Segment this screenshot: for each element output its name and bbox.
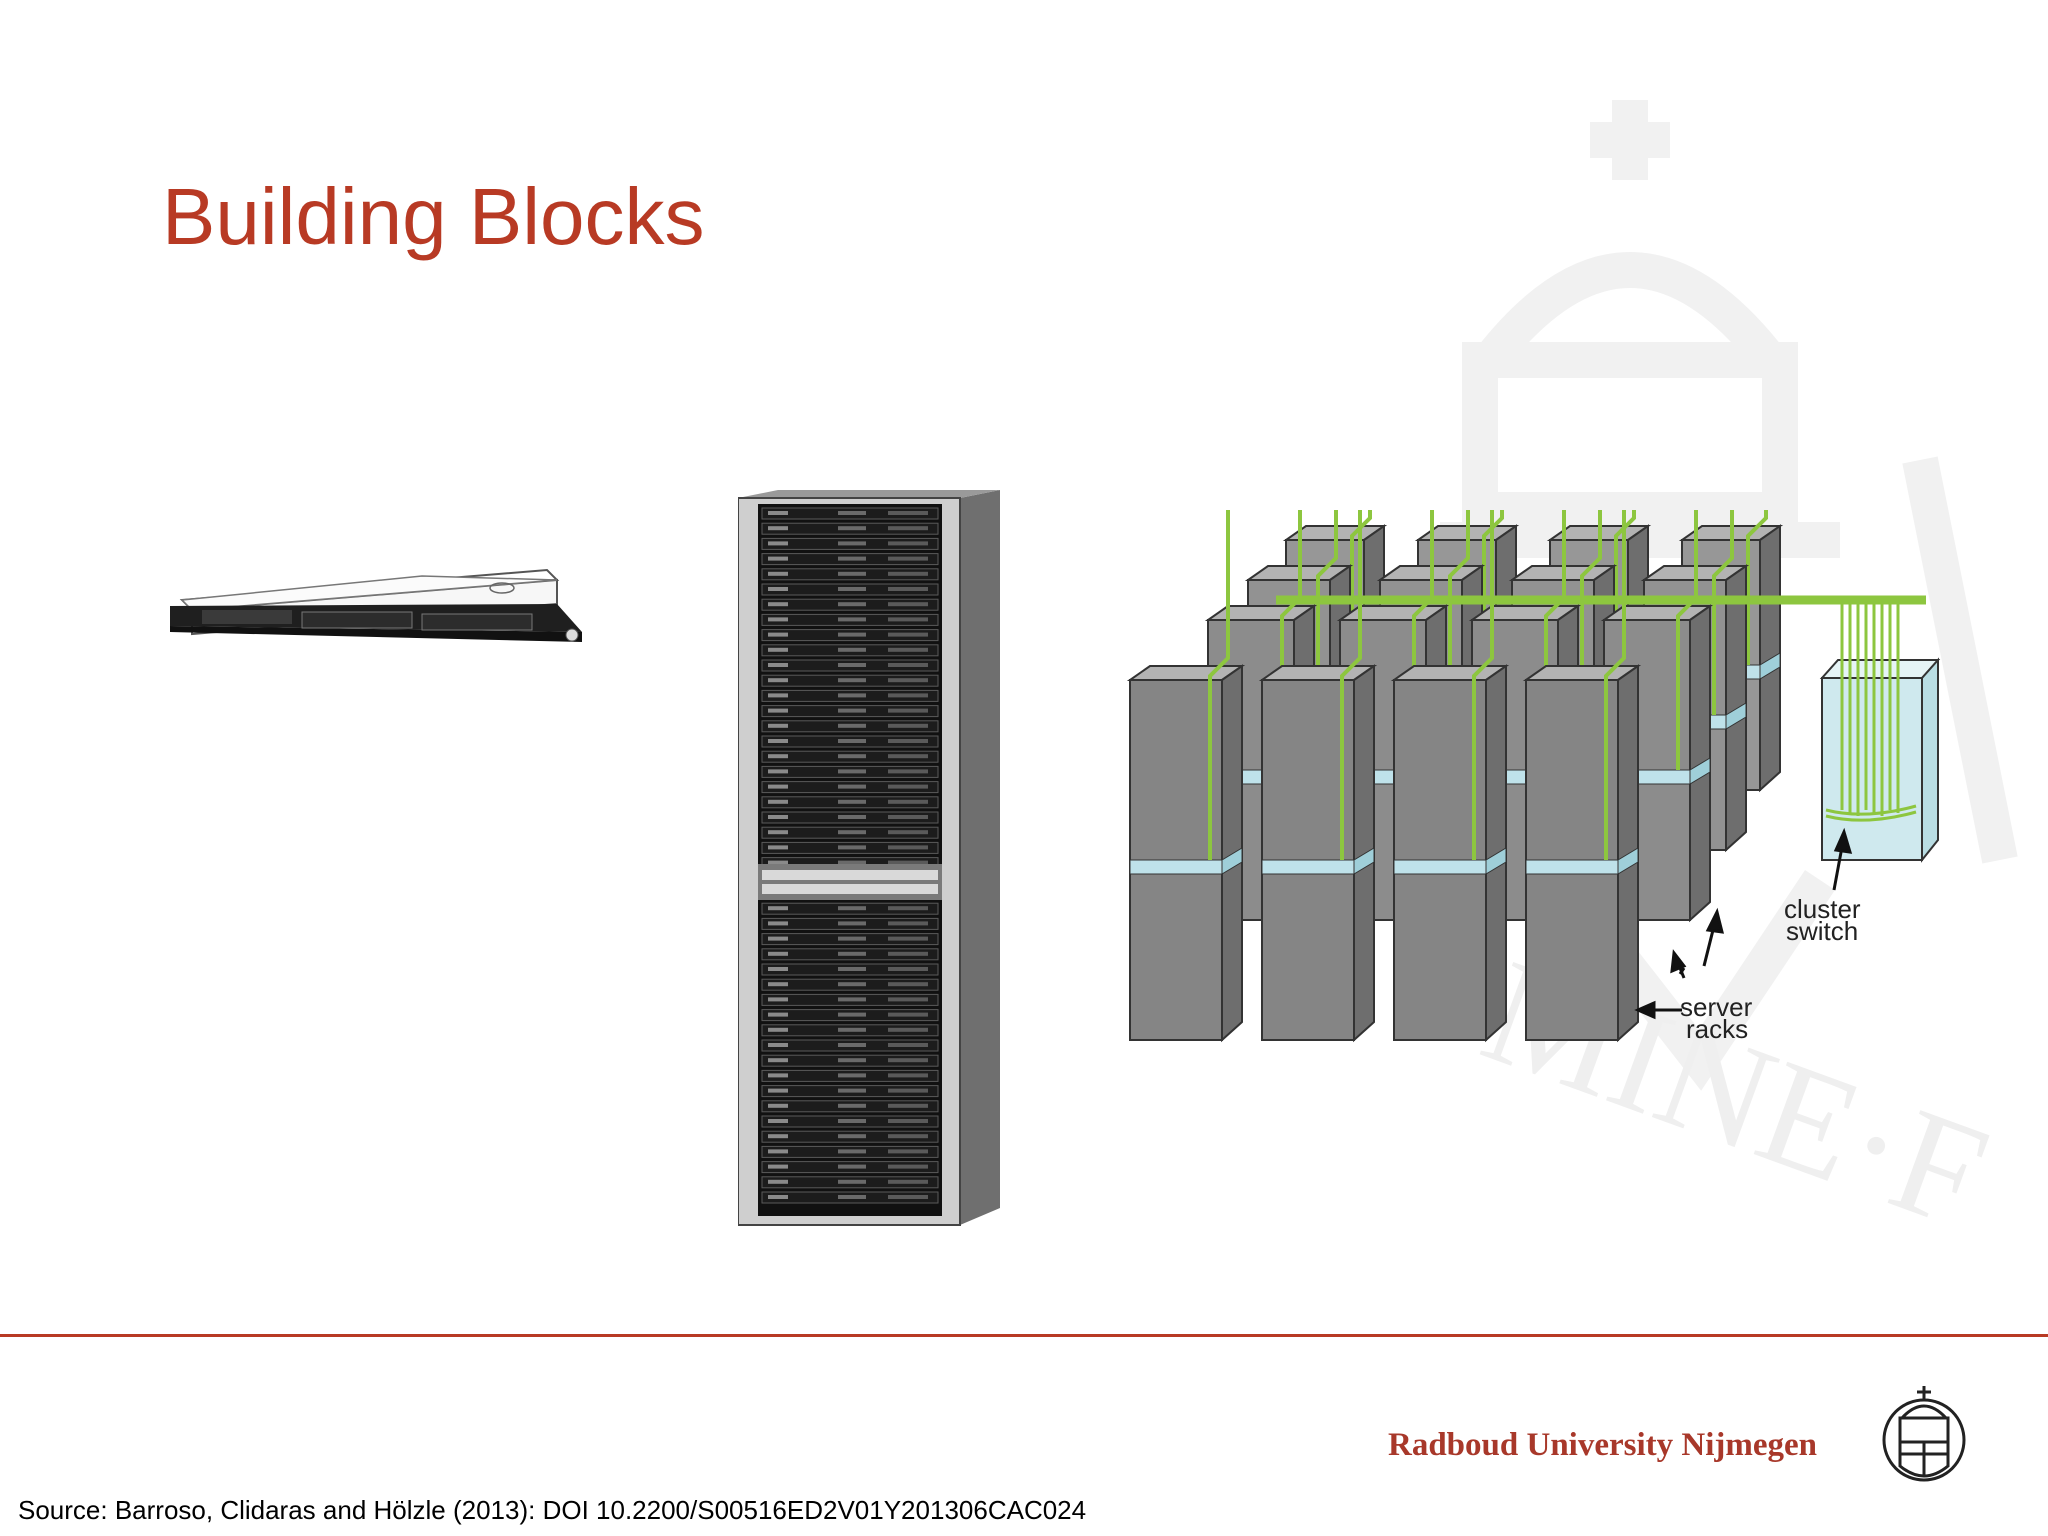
cluster-switch-label-line2: switch <box>1786 916 1858 946</box>
footer-divider <box>0 1334 2048 1337</box>
server-rack-grid <box>1126 510 1784 1043</box>
source-citation: Source: Barroso, Clidaras and Hölzle (20… <box>18 1495 1087 1525</box>
slide-title: Building Blocks <box>162 172 705 261</box>
rack-server-unit-icon <box>170 568 582 642</box>
university-name: Radboud University Nijmegen <box>1388 1427 1818 1463</box>
server-rack-icon <box>738 490 1000 1226</box>
cluster-switch-icon <box>1819 598 1941 863</box>
rack-slots <box>761 507 939 1204</box>
university-seal-icon <box>1882 1386 1966 1482</box>
server-racks-label-line1: server <box>1680 992 1753 1022</box>
cluster-switch-label-line1: cluster <box>1784 894 1861 924</box>
server-racks-label-line2: racks <box>1686 1014 1748 1044</box>
server-cluster-icon: cluster switch server racks <box>1126 510 1941 1044</box>
